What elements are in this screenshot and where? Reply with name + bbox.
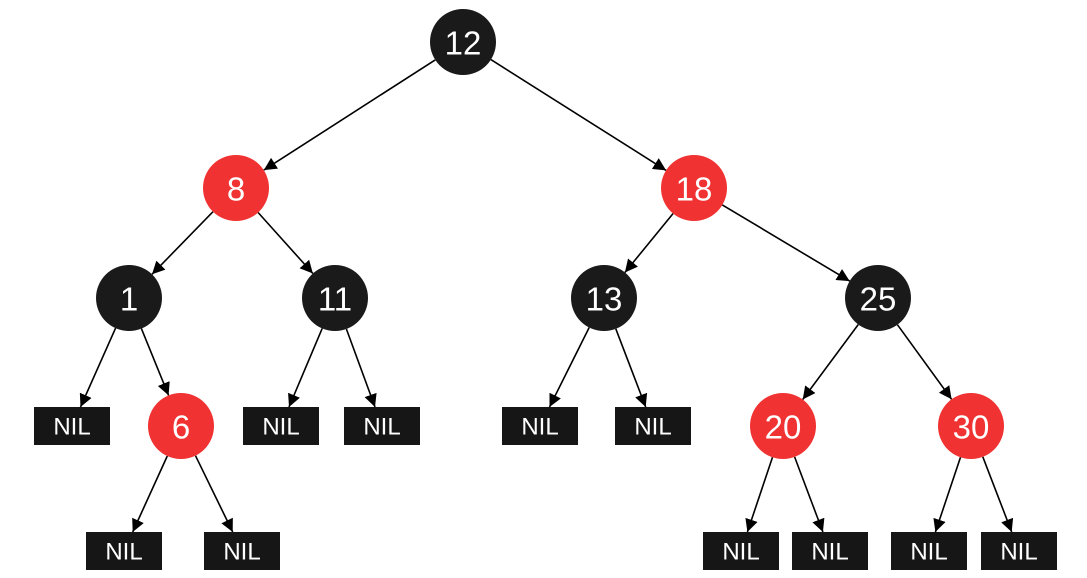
node-circle-black: [430, 9, 496, 75]
nil-11-right-leaf: NIL: [344, 407, 420, 445]
nil-box: [891, 532, 967, 570]
node-value-label: 30: [953, 409, 990, 446]
tree-node-30: 30: [938, 393, 1004, 459]
nil-box: [615, 407, 691, 445]
tree-node-6: 6: [148, 393, 214, 459]
nil-30-left-leaf: NIL: [891, 532, 967, 570]
nil-label: NIL: [634, 414, 671, 441]
edge-n18-to-n25: [721, 204, 851, 282]
nil-label: NIL: [811, 539, 848, 566]
node-circle-red: [938, 393, 1004, 459]
edge-n8-to-n1: [151, 211, 214, 275]
nil-30-right-leaf: NIL: [981, 532, 1057, 570]
node-circle-black: [571, 265, 637, 331]
edge-n1-to-n6: [140, 328, 170, 396]
nil-box: [703, 532, 779, 570]
edge-n13-to-nil-13-right: [615, 328, 648, 408]
node-value-label: 6: [172, 409, 190, 446]
tree-node-13: 13: [571, 265, 637, 331]
nil-1-left-leaf: NIL: [34, 407, 110, 445]
edge-n20-to-nil-20-left: [745, 457, 774, 533]
edge-n6-to-nil-6-left: [131, 455, 169, 533]
node-circle-black: [302, 265, 368, 331]
edge-n11-to-nil-11-left: [288, 328, 323, 408]
edge-n12-to-n8: [263, 59, 436, 171]
nil-label: NIL: [262, 414, 299, 441]
edge-n18-to-n13: [624, 212, 674, 274]
nil-box: [204, 532, 280, 570]
edge-n25-to-n30: [896, 324, 953, 400]
nil-13-right-leaf: NIL: [615, 407, 691, 445]
nil-20-left-leaf: NIL: [703, 532, 779, 570]
node-circle-black: [845, 265, 911, 331]
nil-box: [792, 532, 868, 570]
nil-box: [344, 407, 420, 445]
nil-box: [981, 532, 1057, 570]
nil-6-left-leaf: NIL: [86, 532, 162, 570]
node-circle-black: [96, 265, 162, 331]
tree-node-12: 12: [430, 9, 496, 75]
tree-node-1: 1: [96, 265, 162, 331]
edge-n11-to-nil-11-right: [345, 328, 377, 408]
node-value-label: 8: [227, 171, 245, 208]
node-value-label: 13: [586, 281, 623, 318]
nil-label: NIL: [105, 539, 142, 566]
edges-layer: [79, 58, 1014, 533]
nil-box: [243, 407, 319, 445]
nil-box: [34, 407, 110, 445]
edge-n30-to-nil-30-right: [982, 456, 1014, 533]
nil-box: [502, 407, 578, 445]
node-value-label: 20: [765, 409, 802, 446]
nil-13-left-leaf: NIL: [502, 407, 578, 445]
edge-n8-to-n11: [257, 211, 314, 275]
nil-11-left-leaf: NIL: [243, 407, 319, 445]
nil-label: NIL: [53, 414, 90, 441]
tree-node-25: 25: [845, 265, 911, 331]
edge-n25-to-n20: [802, 324, 859, 400]
tree-node-8: 8: [203, 155, 269, 221]
node-value-label: 12: [445, 25, 482, 62]
node-circle-red: [750, 393, 816, 459]
edge-n1-to-nil-1-left: [79, 327, 117, 408]
node-circle-red: [203, 155, 269, 221]
nil-label: NIL: [363, 414, 400, 441]
edge-n12-to-n18: [490, 58, 667, 172]
nil-label: NIL: [1000, 539, 1037, 566]
edge-n30-to-nil-30-left: [933, 457, 962, 533]
node-circle-red: [661, 155, 727, 221]
tree-node-20: 20: [750, 393, 816, 459]
tree-node-18: 18: [661, 155, 727, 221]
nil-label: NIL: [521, 414, 558, 441]
node-value-label: 18: [676, 171, 713, 208]
edge-n20-to-nil-20-right: [793, 456, 825, 533]
node-value-label: 25: [860, 281, 897, 318]
nil-label: NIL: [722, 539, 759, 566]
nil-box: [86, 532, 162, 570]
node-value-label: 1: [120, 281, 138, 318]
nil-20-right-leaf: NIL: [792, 532, 868, 570]
nil-6-right-leaf: NIL: [204, 532, 280, 570]
nil-label: NIL: [910, 539, 947, 566]
tree-node-11: 11: [302, 265, 368, 331]
node-circle-red: [148, 393, 214, 459]
edge-n6-to-nil-6-right: [194, 455, 234, 533]
node-value-label: 11: [318, 281, 352, 318]
edge-n13-to-nil-13-left: [548, 327, 590, 408]
nil-label: NIL: [223, 539, 260, 566]
